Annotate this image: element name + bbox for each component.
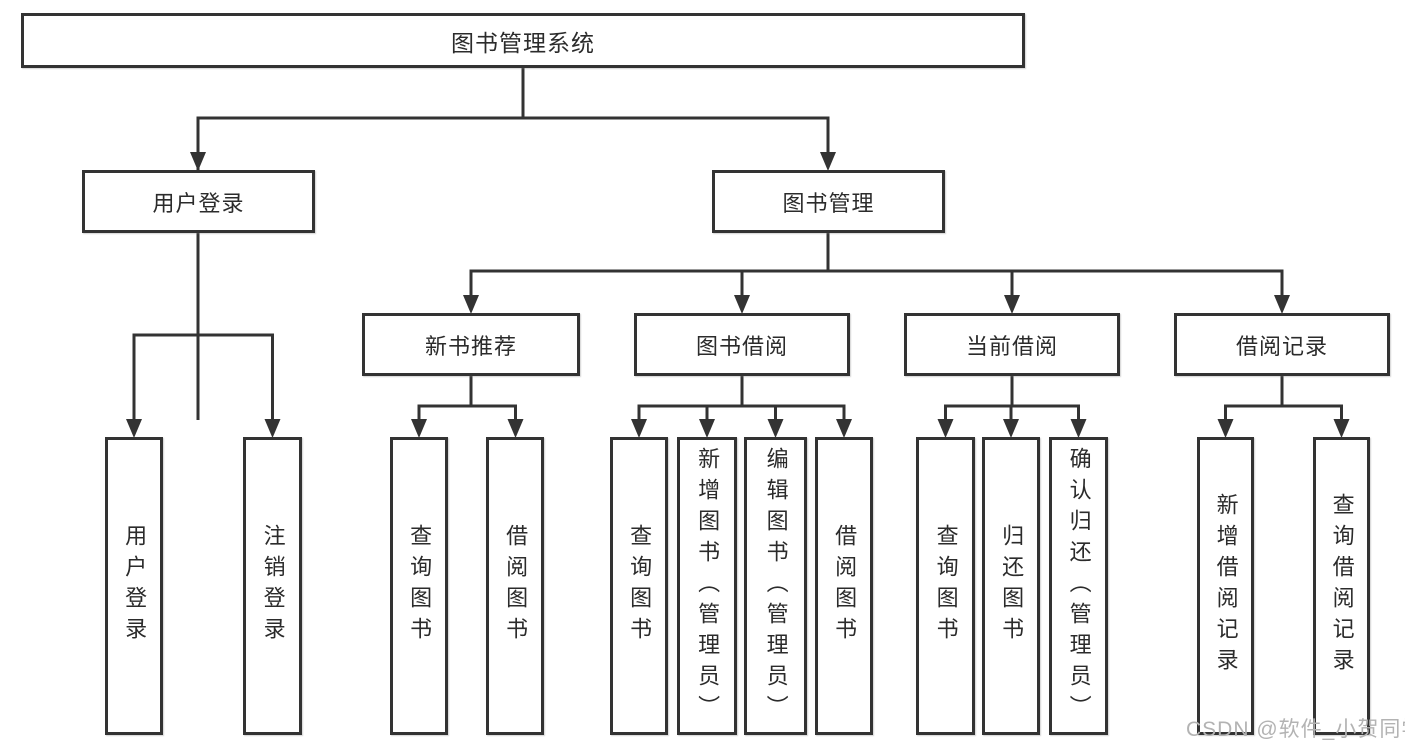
leaf-label: 借阅图书	[832, 524, 858, 648]
leaf-label: 编辑图书（管理员）	[763, 446, 789, 726]
leaf-label: 查询借阅记录	[1329, 493, 1355, 679]
leaf-return-books: 归还图书	[982, 437, 1040, 735]
csdn-watermark: CSDN @软件_小贺同学	[1186, 718, 1405, 741]
node-library-management-system: 图书管理系统	[21, 13, 1025, 68]
node-book-management: 图书管理	[712, 170, 945, 233]
leaf-label: 借阅图书	[503, 524, 529, 648]
leaf-borrow-books: 借阅图书	[815, 437, 873, 735]
node-user-login: 用户登录	[82, 170, 315, 233]
node-new-book-recommendation: 新书推荐	[362, 313, 580, 376]
leaf-add-books-admin: 新增图书（管理员）	[677, 437, 737, 735]
node-book-borrowing: 图书借阅	[634, 313, 850, 376]
arrowheads	[126, 152, 1350, 438]
leaf-confirm-return-admin: 确认归还（管理员）	[1049, 437, 1108, 735]
leaf-query-books-recommendation: 查询图书	[390, 437, 448, 735]
leaf-label: 查询图书	[627, 524, 653, 648]
node-borrowing-records: 借阅记录	[1174, 313, 1390, 376]
leaf-add-borrow-record: 新增借阅记录	[1197, 437, 1254, 735]
leaf-query-books-borrowing: 查询图书	[610, 437, 668, 735]
leaf-edit-books-admin: 编辑图书（管理员）	[744, 437, 807, 735]
leaf-label: 用户登录	[122, 524, 148, 648]
leaf-label: 新增图书（管理员）	[695, 446, 721, 726]
node-current-borrowing: 当前借阅	[904, 313, 1120, 376]
leaf-logout: 注销登录	[243, 437, 302, 735]
leaf-label: 查询图书	[933, 524, 959, 648]
leaf-label: 归还图书	[999, 524, 1025, 648]
leaf-label: 确认归还（管理员）	[1066, 446, 1092, 726]
leaf-query-books-current: 查询图书	[916, 437, 975, 735]
leaf-user-login: 用户登录	[105, 437, 163, 735]
leaf-query-borrow-record: 查询借阅记录	[1313, 437, 1370, 735]
leaf-label: 注销登录	[260, 524, 286, 648]
leaf-label: 新增借阅记录	[1213, 493, 1239, 679]
leaf-borrow-books-recommendation: 借阅图书	[486, 437, 544, 735]
leaf-label: 查询图书	[407, 524, 433, 648]
